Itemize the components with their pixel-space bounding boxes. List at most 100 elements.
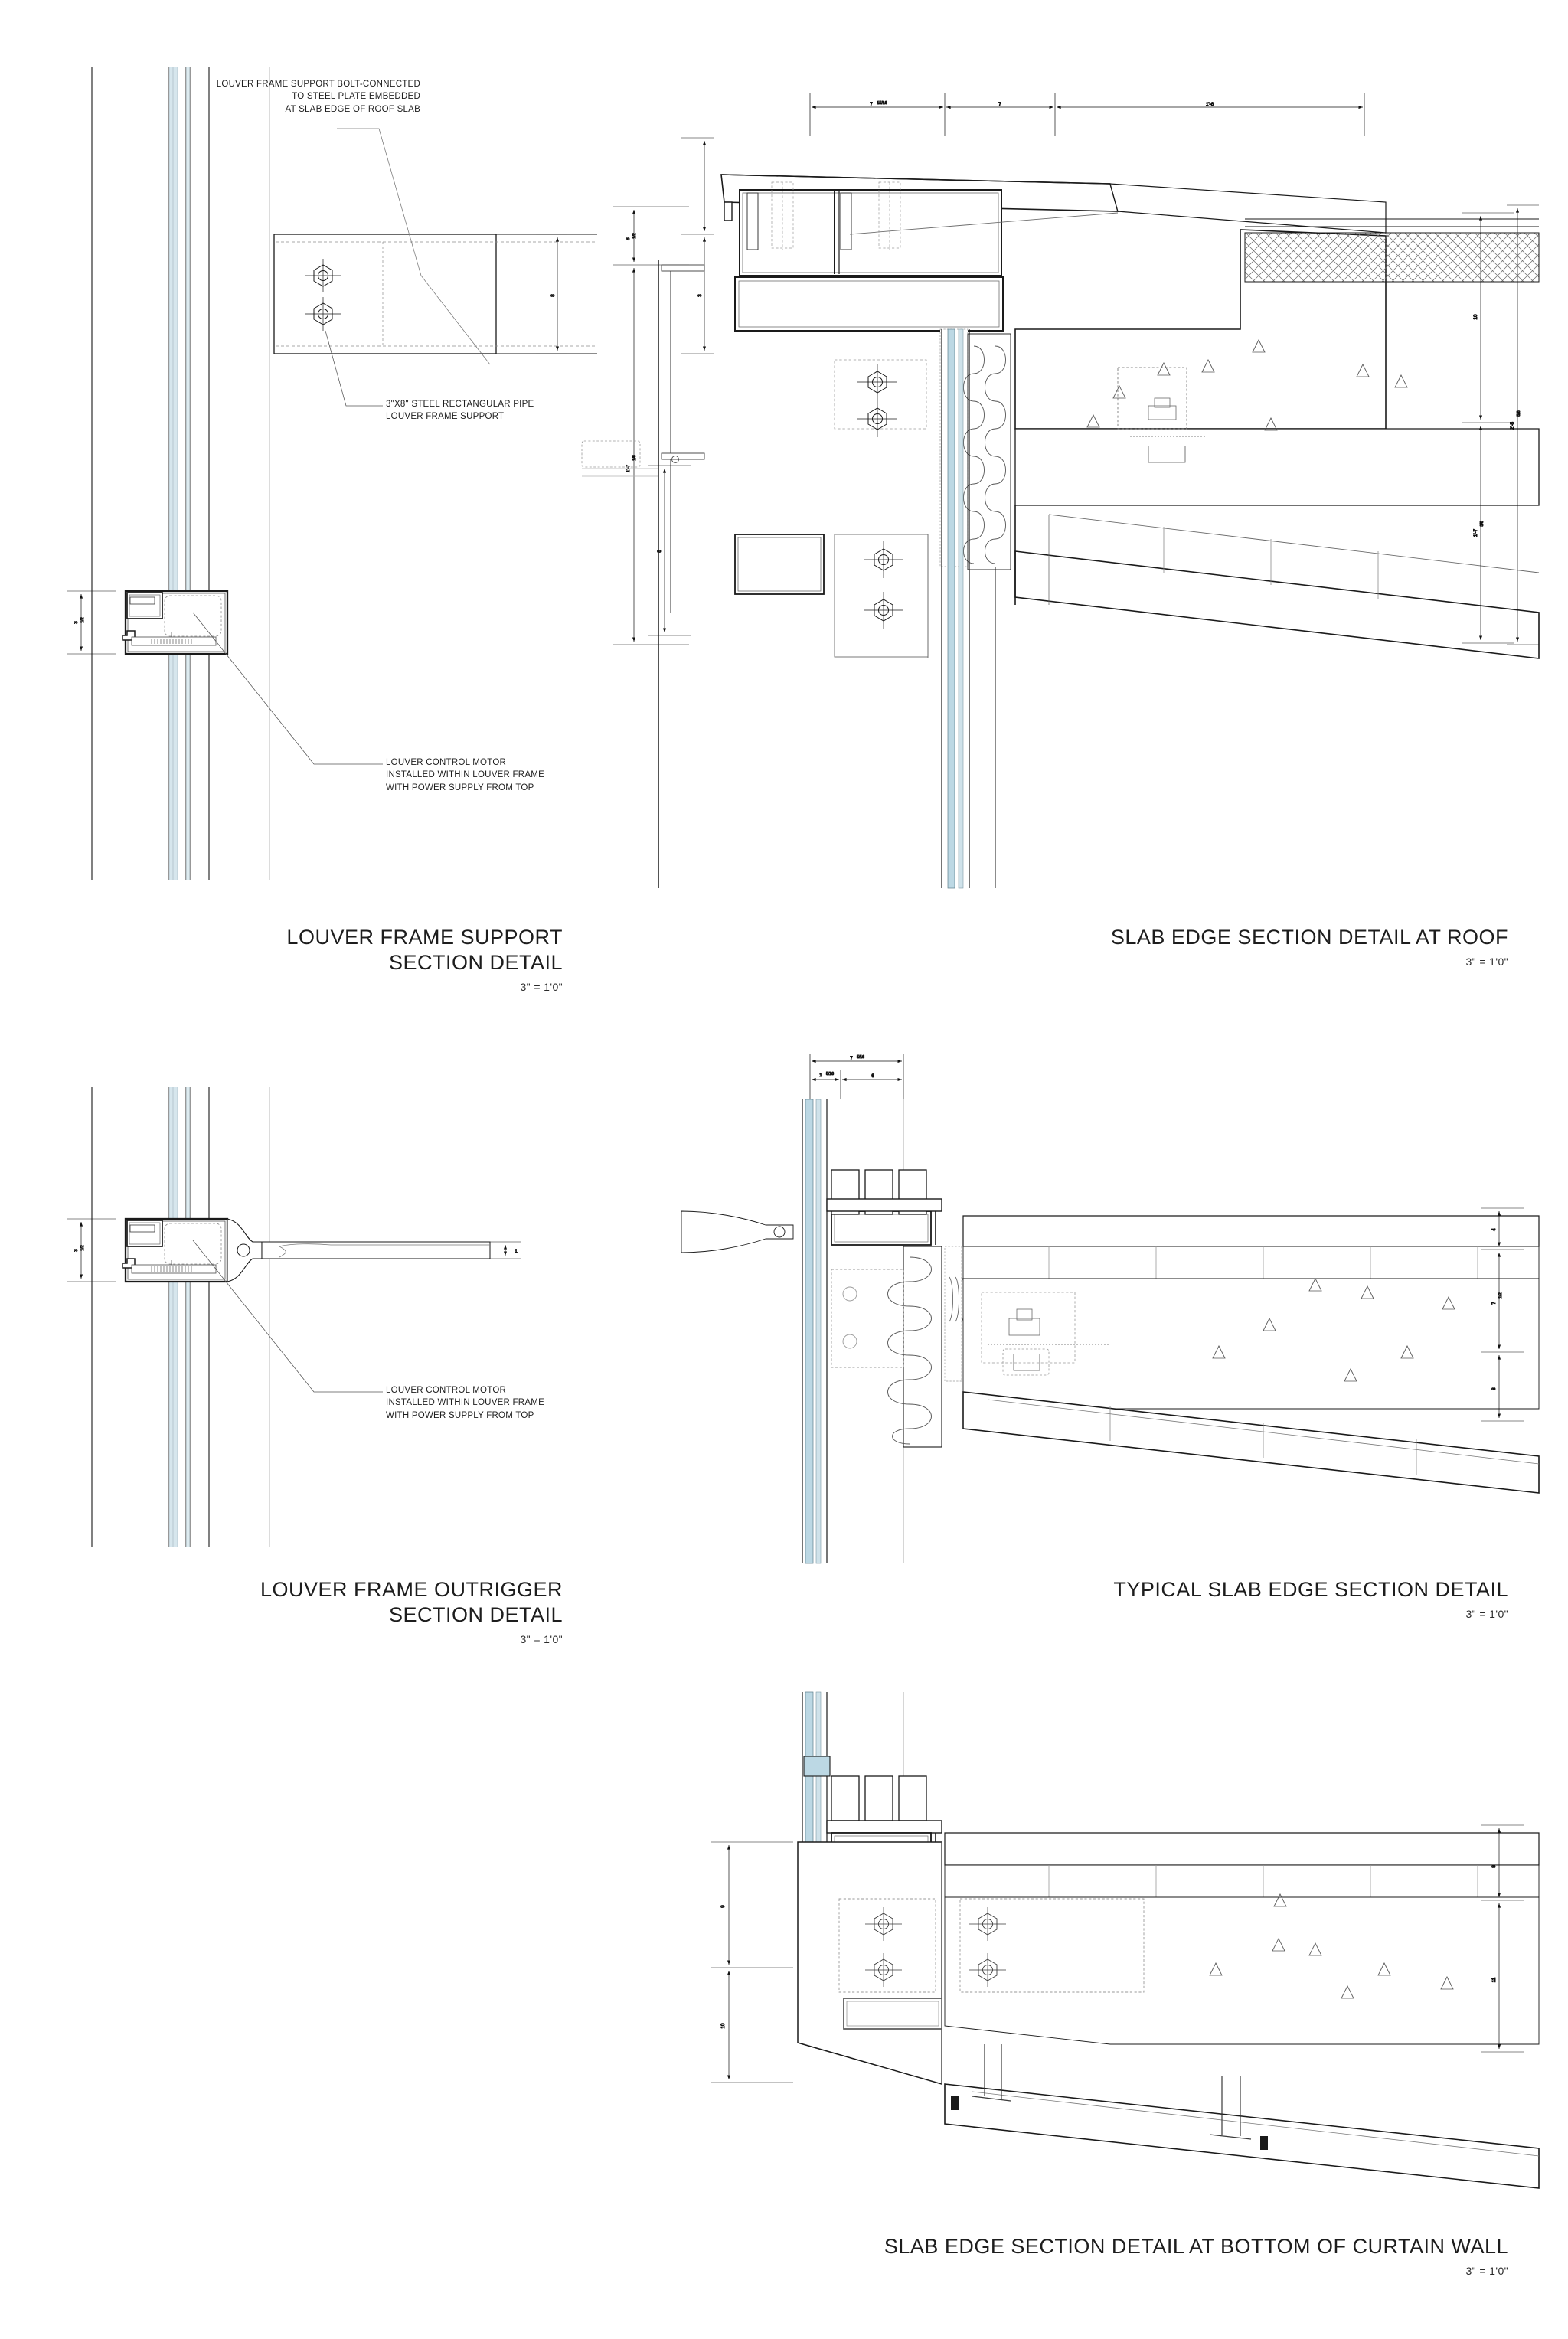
title-line-1: LOUVER FRAME SUPPORT xyxy=(286,926,563,949)
dim-pipe-width-label: 3 xyxy=(697,294,703,297)
title-line-1: LOUVER FRAME OUTRIGGER xyxy=(260,1578,563,1601)
dim-frame-height: 3 1/2 xyxy=(67,590,116,655)
dim-left-2-fraction: 1/8 xyxy=(632,455,637,460)
title-slab-edge-bottom-curtain-wall: SLAB EDGE SECTION DETAIL AT BOTTOM OF CU… xyxy=(712,2234,1508,2277)
embed-plate-lower xyxy=(834,534,929,658)
anchor-bolts-right xyxy=(959,1898,1145,1993)
hex-bolt-lower xyxy=(305,297,341,331)
louver-frame-assembly xyxy=(122,590,229,655)
note-bolt-connection-line-2: TO STEEL PLATE EMBEDDED xyxy=(292,92,420,102)
roof-insulation xyxy=(1244,218,1540,283)
curtain-wall-mullion xyxy=(91,1087,210,1547)
note-control-motor-line-1: LOUVER CONTROL MOTOR xyxy=(386,758,507,767)
anchor-bolts-left xyxy=(838,1898,936,1993)
dim-right-2-label: 2'-5 xyxy=(1510,421,1515,430)
concrete-hatch xyxy=(1212,1278,1455,1382)
title-scale: 3" = 1'0" xyxy=(1465,955,1508,968)
title-line-1: SLAB EDGE SECTION DETAIL AT BOTTOM OF CU… xyxy=(884,2235,1508,2258)
dim-top-1-fraction: 15/16 xyxy=(877,101,887,106)
dim-string-left: 9 10 xyxy=(710,1841,793,2083)
concrete-hatch xyxy=(1086,339,1408,431)
concrete-slab xyxy=(962,1215,1540,1494)
dim-typ-top-2-fraction: 5/16 xyxy=(826,1072,834,1076)
title-louver-frame-outrigger: LOUVER FRAME OUTRIGGER SECTION DETAIL 3"… xyxy=(153,1577,563,1645)
dim-typ-top-1-fraction: 5/16 xyxy=(857,1055,864,1060)
dim-string-right: 10 1'-7 3/8 2'-5 5/8 xyxy=(1462,204,1539,645)
dim-top-1-label: 7 xyxy=(870,102,873,107)
dim-outrigger-height-label: 3 xyxy=(74,1249,79,1252)
anchor-hardware xyxy=(581,367,1207,468)
mullion-bracket-holes xyxy=(831,1269,904,1368)
dim-outrigger-height: 3 1/2 xyxy=(67,1218,116,1282)
dim-right-1-label: 10 xyxy=(1473,314,1478,319)
dim-extension-upper xyxy=(681,137,714,231)
dim-typ-top-3-label: 6 xyxy=(871,1073,874,1079)
dim-bot-left-2-label: 10 xyxy=(720,2023,726,2028)
hex-bolt-upper xyxy=(305,259,341,292)
note-steel-pipe-line-1: 3"X8" STEEL RECTANGULAR PIPE xyxy=(386,400,534,409)
louver-control-motor xyxy=(164,1223,222,1265)
title-line-2: SECTION DETAIL xyxy=(388,950,563,974)
title-line-2: SECTION DETAIL xyxy=(388,1602,563,1626)
title-louver-frame-support: LOUVER FRAME SUPPORT SECTION DETAIL 3" =… xyxy=(153,925,563,993)
note-control-motor-line-3: WITH POWER SUPPLY FROM TOP xyxy=(386,782,534,792)
dim-string-top: 7 15/16 7 1'-6 xyxy=(809,93,1365,136)
dim-string-right: 4 7 1/2 3 xyxy=(1481,1207,1524,1422)
dim-bot-right-2-label: 11 xyxy=(1491,1977,1497,1982)
leader-control-motor xyxy=(192,612,383,765)
detail-typical-slab-edge: 7 5/16 1 5/16 6 xyxy=(681,1049,1547,1570)
curtain-wall-mullion xyxy=(91,67,210,880)
curtain-wall-transom xyxy=(826,1169,942,1246)
note-control-motor-2-line-1: LOUVER CONTROL MOTOR xyxy=(386,1386,507,1395)
dim-pipe-depth: 8 xyxy=(536,234,567,354)
dim-typ-right-3-label: 3 xyxy=(1491,1387,1497,1390)
dim-typ-right-2-label: 7 xyxy=(1491,1302,1497,1305)
dim-left-1-fraction: 1/2 xyxy=(632,233,637,238)
dim-left-3-label: 8 xyxy=(657,550,662,553)
curtain-wall-glazing xyxy=(802,1099,904,1564)
note-control-motor-line-2: INSTALLED WITHIN LOUVER FRAME xyxy=(386,770,545,780)
dim-typ-right-2-fraction: 1/2 xyxy=(1498,1292,1503,1298)
dim-bot-right-1-label: 8 xyxy=(1491,1865,1497,1868)
title-scale: 3" = 1'0" xyxy=(520,1632,563,1645)
title-scale: 3" = 1'0" xyxy=(1465,1607,1508,1620)
detail-slab-edge-bottom-curtain-wall: 9 10 8 11 xyxy=(681,1691,1547,2220)
note-bolt-connection-line-1: LOUVER FRAME SUPPORT BOLT-CONNECTED xyxy=(216,80,420,89)
dim-string-top: 7 5/16 1 5/16 6 xyxy=(809,1054,904,1099)
leader-bolt-connection xyxy=(337,128,491,365)
dim-string-left: 3 1/2 1'-7 1/8 8 xyxy=(612,206,691,645)
embed-plate-upper xyxy=(834,359,927,437)
slab-edge-upstand xyxy=(797,1841,942,2085)
leader-lines xyxy=(192,128,491,765)
note-control-motor-2-line-2: INSTALLED WITHIN LOUVER FRAME xyxy=(386,1398,545,1408)
title-line-1: TYPICAL SLAB EDGE SECTION DETAIL xyxy=(1113,1578,1508,1601)
dim-pipe-width: 3 xyxy=(681,234,714,354)
dim-top-3-label: 1'-6 xyxy=(1206,102,1214,107)
note-bolt-connection-line-3: AT SLAB EDGE OF ROOF SLAB xyxy=(285,104,420,114)
dim-frame-height-fraction: 1/2 xyxy=(80,617,85,622)
dim-outrigger-arm: 1 xyxy=(490,1241,521,1259)
curtain-wall-glazing xyxy=(941,328,996,889)
leader-steel-pipe xyxy=(325,330,383,407)
safing-insulation xyxy=(887,1246,965,1448)
ceiling-hangers xyxy=(951,2044,1268,2150)
typical-slab-edge-drawing: 7 5/16 1 5/16 6 xyxy=(681,1054,1540,1564)
title-scale: 3" = 1'0" xyxy=(1465,2264,1508,2277)
slab-edge-at-roof-drawing: 7 15/16 7 1'-6 3 1/2 1'-7 1/8 8 xyxy=(581,93,1540,889)
dim-left-1-label: 3 xyxy=(626,237,631,240)
dim-top-2-label: 7 xyxy=(998,102,1001,107)
title-slab-edge-at-roof: SLAB EDGE SECTION DETAIL AT ROOF 3" = 1'… xyxy=(880,925,1508,968)
concrete-slab xyxy=(944,1832,1540,2189)
note-control-motor: LOUVER CONTROL MOTOR INSTALLED WITHIN LO… xyxy=(386,756,544,794)
sill-transition xyxy=(734,534,825,595)
dim-outrigger-height-fraction: 1/2 xyxy=(80,1245,85,1250)
louver-frame-support-drawing: 8 3 xyxy=(67,67,714,880)
note-bolt-connection: LOUVER FRAME SUPPORT BOLT-CONNECTED TO S… xyxy=(60,78,420,116)
dim-typ-top-1-label: 7 xyxy=(850,1056,853,1061)
detail-louver-frame-support: 8 3 xyxy=(61,46,750,903)
title-typical-slab-edge: TYPICAL SLAB EDGE SECTION DETAIL 3" = 1'… xyxy=(880,1577,1508,1620)
batt-insulation-hatch xyxy=(963,345,1006,564)
concrete-hatch xyxy=(1209,1893,1454,1999)
dim-string-right: 8 11 xyxy=(1481,1824,1524,2053)
